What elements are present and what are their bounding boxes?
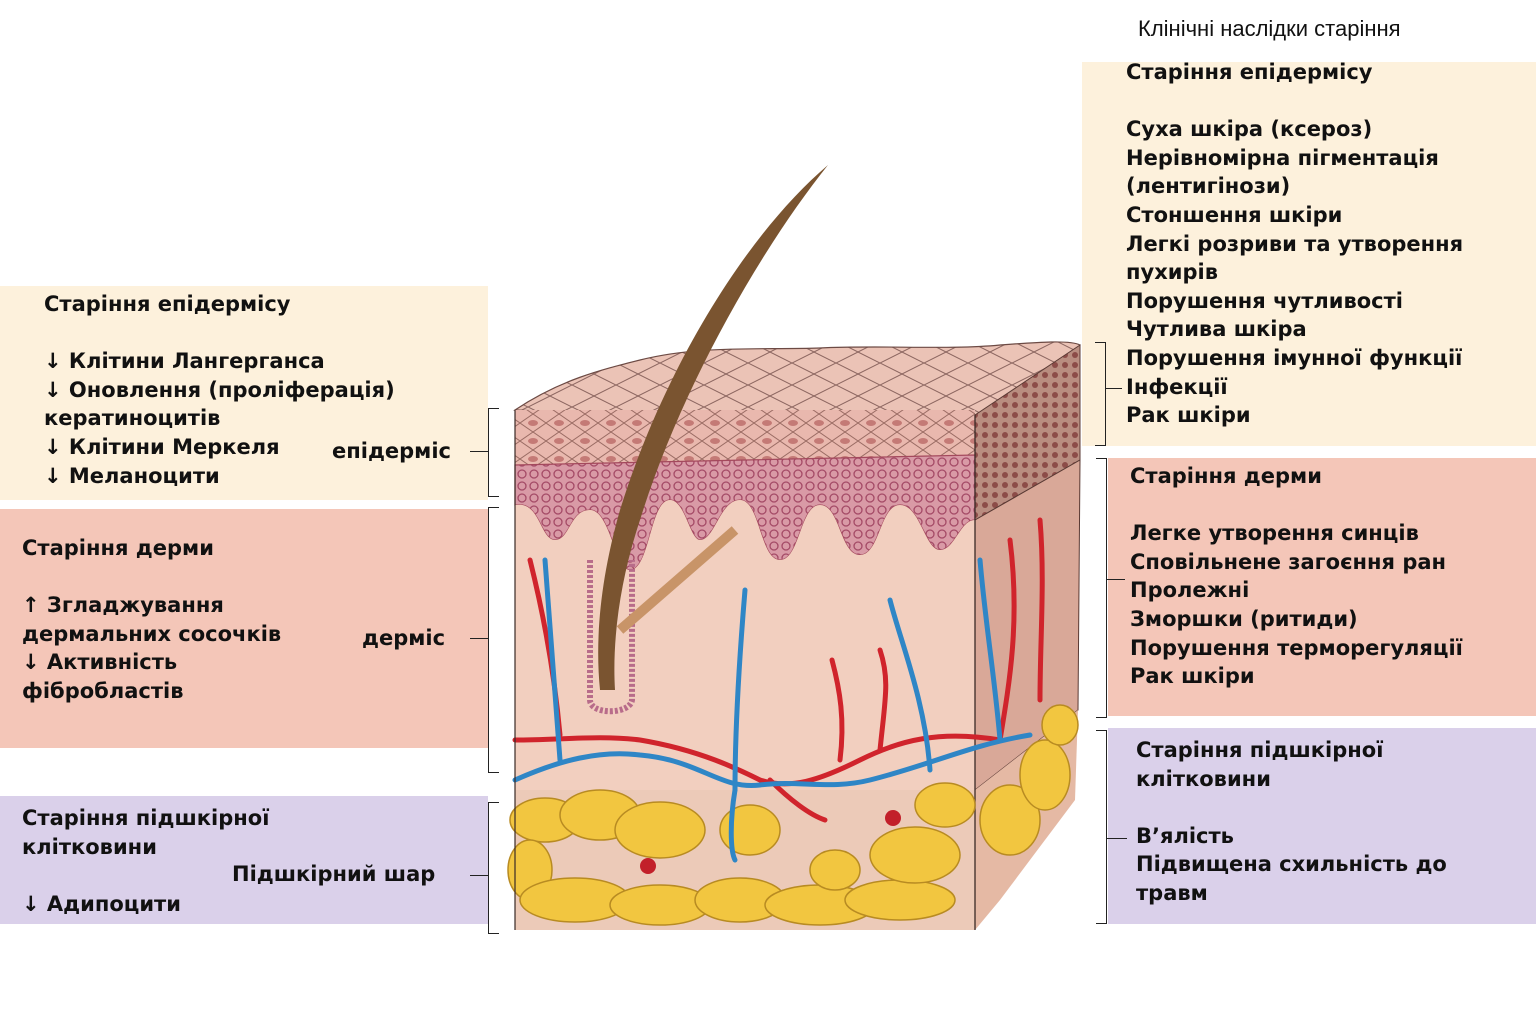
right-dermis-item: Пролежні bbox=[1130, 578, 1250, 603]
right-dermis-bracket-tick bbox=[1107, 579, 1125, 580]
left-dermis-heading: Старіння дерми bbox=[22, 536, 214, 560]
right-subcutis-item: Підвищена схильність до bbox=[1136, 852, 1447, 877]
right-dermis-item: Порушення терморегуляції bbox=[1130, 635, 1463, 660]
left-dermis-item: ↓ Активність bbox=[22, 650, 178, 675]
right-dermis-item: Зморшки (ритиди) bbox=[1130, 606, 1358, 631]
right-dermis-heading: Старіння дерми bbox=[1130, 464, 1322, 488]
spacer bbox=[22, 861, 269, 890]
left-dermis-item: дермальних сосочків bbox=[22, 621, 282, 646]
left-epidermis-item: ↓ Меланоцити bbox=[44, 463, 220, 488]
right-subcutis-heading: Старіння підшкірної bbox=[1136, 738, 1384, 762]
right-epidermis-item: Чутлива шкіра bbox=[1126, 317, 1307, 342]
hair-follicle bbox=[587, 560, 635, 715]
blood-vessel-cross-section bbox=[885, 810, 901, 826]
right-dermis-item: Рак шкіри bbox=[1130, 664, 1255, 689]
veins bbox=[512, 557, 1033, 863]
left-subcutis-text: Старіння підшкірної клітковини ↓ Адипоцити bbox=[22, 804, 269, 918]
right-epidermis-item: Порушення чутливості bbox=[1126, 288, 1403, 313]
spacer bbox=[1130, 491, 1463, 520]
right-epidermis-bracket-tick bbox=[1106, 388, 1122, 389]
spacer bbox=[22, 563, 281, 592]
right-subcutis-heading: клітковини bbox=[1136, 766, 1271, 791]
left-epidermis-item: ↓ Оновлення (проліферація) bbox=[44, 377, 395, 402]
right-dermis-panel bbox=[1108, 458, 1536, 716]
left-epidermis-heading: Старіння епідермісу bbox=[44, 292, 291, 316]
left-dermis-item: ↑ Згладжування bbox=[22, 593, 224, 618]
blood-vessel-cross-section bbox=[640, 858, 656, 874]
right-epidermis-panel bbox=[1082, 62, 1536, 446]
right-epidermis-item: Рак шкіри bbox=[1126, 403, 1251, 428]
spacer bbox=[44, 319, 395, 348]
right-subcutis-panel bbox=[1108, 728, 1536, 924]
spacer bbox=[1126, 87, 1463, 116]
right-epidermis-heading: Старіння епідермісу bbox=[1126, 60, 1373, 84]
left-epidermis-panel bbox=[0, 286, 488, 500]
right-epidermis-item: пухирів bbox=[1126, 260, 1218, 285]
right-epidermis-item: Інфекції bbox=[1126, 374, 1228, 399]
left-dermis-item: фібробластів bbox=[22, 678, 184, 703]
arrector-muscle bbox=[616, 526, 739, 634]
right-epidermis-bracket bbox=[1095, 342, 1106, 446]
right-subcutis-bracket-tick bbox=[1107, 838, 1127, 839]
right-epidermis-item: Стоншення шкіри bbox=[1126, 202, 1343, 227]
adipocyte-lobules bbox=[507, 704, 1079, 926]
epidermis-bracket bbox=[488, 408, 499, 497]
epidermis-label: епідерміс bbox=[332, 439, 451, 463]
right-epidermis-item: Нерівномірна пігментація bbox=[1126, 145, 1439, 170]
left-dermis-panel bbox=[0, 509, 488, 748]
left-epidermis-text: Старіння епідермісу ↓ Клітини Лангерганса… bbox=[44, 290, 395, 490]
subcutis-bracket-tick bbox=[470, 875, 488, 876]
right-subcutis-bracket bbox=[1096, 730, 1107, 924]
right-epidermis-item: (лентигінози) bbox=[1126, 174, 1291, 199]
epidermis-bracket-tick bbox=[470, 451, 488, 452]
spacer bbox=[1136, 793, 1447, 822]
right-epidermis-item: Легкі розриви та утворення bbox=[1126, 231, 1464, 256]
right-dermis-bracket bbox=[1096, 458, 1107, 718]
left-subcutis-item: ↓ Адипоцити bbox=[22, 891, 181, 916]
subcutis-label: Підшкірний шар bbox=[232, 862, 436, 886]
dermis-bracket bbox=[488, 507, 499, 773]
left-epidermis-item: ↓ Клітини Меркеля bbox=[44, 434, 280, 459]
dermis-label: дерміс bbox=[362, 626, 446, 650]
diagram-title: Клінічні наслідки старіння bbox=[1138, 16, 1401, 41]
subcutis-bracket bbox=[488, 802, 499, 934]
left-subcutis-heading: клітковини bbox=[22, 834, 157, 859]
right-dermis-item: Легке утворення синців bbox=[1130, 521, 1419, 546]
right-epidermis-item: Порушення імунної функції bbox=[1126, 345, 1463, 370]
right-dermis-item: Сповільнене загоєння ран bbox=[1130, 549, 1447, 574]
left-subcutis-heading: Старіння підшкірної bbox=[22, 806, 270, 830]
right-subcutis-item: травм bbox=[1136, 880, 1208, 905]
left-epidermis-item: кератиноцитів bbox=[44, 406, 221, 431]
right-epidermis-item: Суха шкіра (ксероз) bbox=[1126, 117, 1373, 142]
dermis-bracket-tick bbox=[470, 638, 488, 639]
left-subcutis-panel bbox=[0, 796, 488, 924]
right-subcutis-item: В’ялість bbox=[1136, 823, 1234, 848]
left-dermis-text: Старіння дерми ↑ Згладжування дермальних с… bbox=[22, 534, 281, 706]
left-epidermis-item: ↓ Клітини Лангерганса bbox=[44, 349, 325, 374]
